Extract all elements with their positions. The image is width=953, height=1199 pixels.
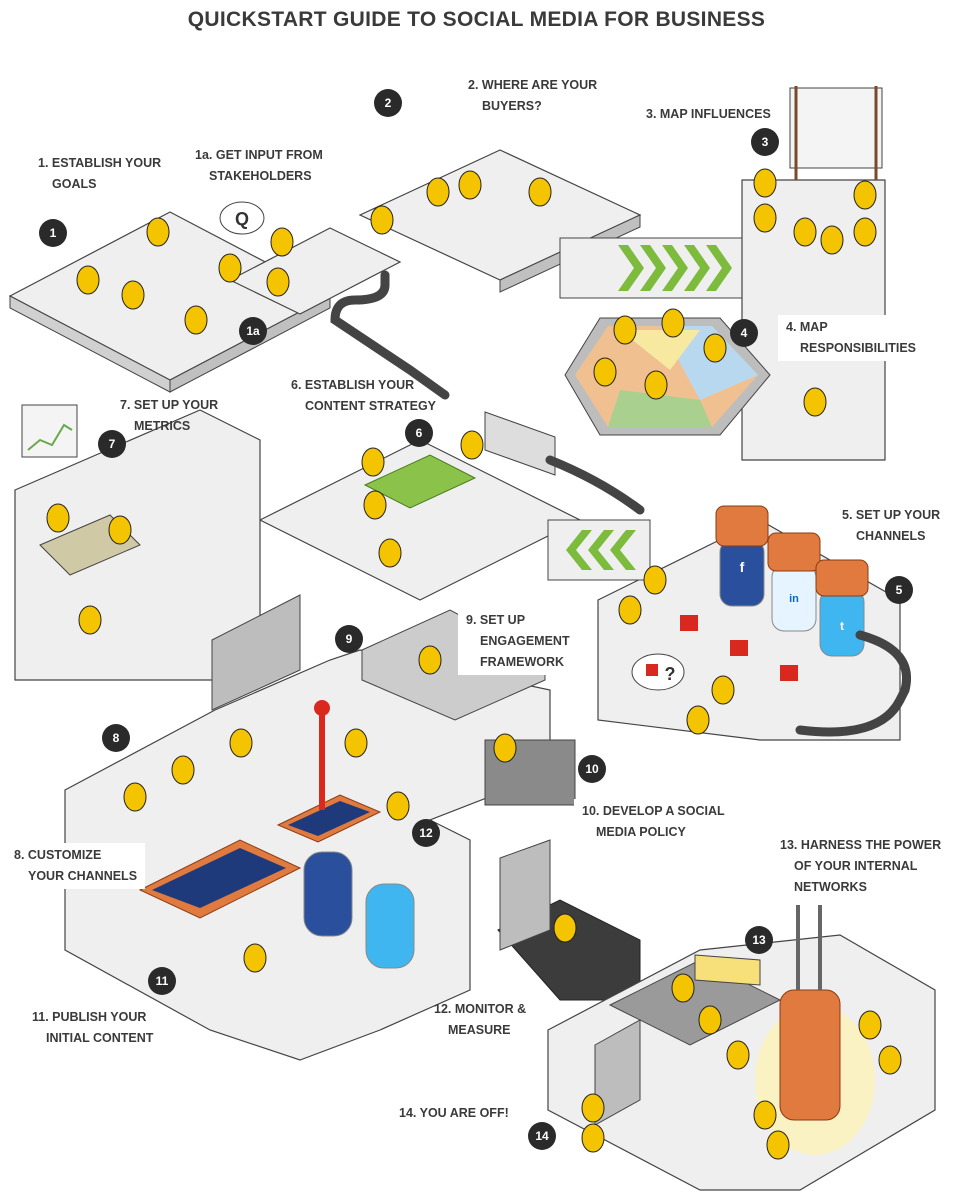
step-1-badge: 1 xyxy=(39,219,67,247)
question-bubbles: Q ? xyxy=(219,201,685,691)
step-1a-badge: 1a xyxy=(239,317,267,345)
room-content-strategy xyxy=(258,411,651,601)
step-3-label: 3. MAP INFLUENCES xyxy=(646,107,771,121)
room-metrics xyxy=(14,404,261,681)
step-12-label: 12. MONITOR &MEASURE xyxy=(434,1002,527,1037)
step-11-badge: 11 xyxy=(148,967,176,995)
facebook-icon: f xyxy=(740,559,745,575)
step-7-badge: 7 xyxy=(98,430,126,458)
twitter-icon: t xyxy=(840,619,844,633)
people xyxy=(46,168,902,1160)
step-9-badge: 9 xyxy=(335,625,363,653)
step-6-badge: 6 xyxy=(405,419,433,447)
step-14-badge: 14 xyxy=(528,1122,556,1150)
q-bubble-text: Q xyxy=(235,209,249,229)
track-path xyxy=(330,270,911,737)
linkedin-icon: in xyxy=(789,593,799,605)
step-14-label: 14. YOU ARE OFF! xyxy=(399,1106,509,1120)
page-title: QUICKSTART GUIDE TO SOCIAL MEDIA FOR BUS… xyxy=(187,8,766,31)
corridor-arrows xyxy=(559,237,746,299)
step-12-badge: 12 xyxy=(412,819,440,847)
step-5-badge: 5 xyxy=(885,576,913,604)
step-2-badge: 2 xyxy=(374,89,402,117)
step-3-badge: 3 xyxy=(751,128,779,156)
step-13-badge: 13 xyxy=(745,926,773,954)
question-bubble-text: ? xyxy=(665,664,676,684)
step-4-badge: 4 xyxy=(730,319,758,347)
step-10-badge: 10 xyxy=(578,755,606,783)
room-policy-corridor xyxy=(497,839,641,1001)
step-8-badge: 8 xyxy=(102,724,130,752)
